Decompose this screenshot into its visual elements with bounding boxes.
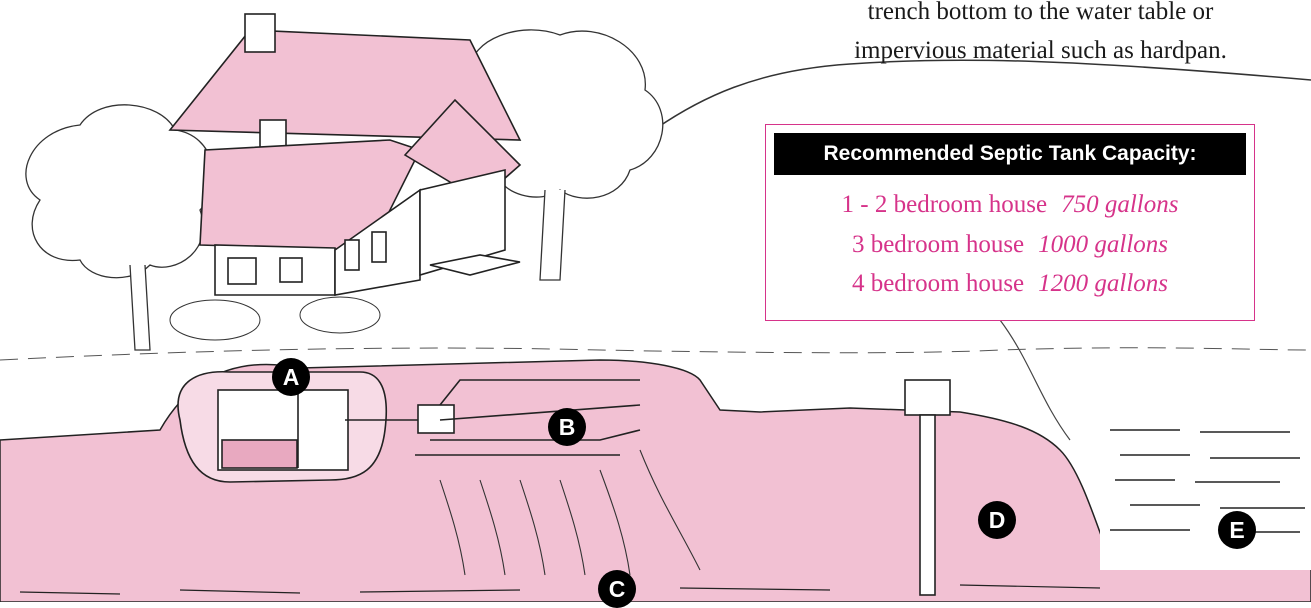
marker-b: B: [548, 408, 586, 446]
caption-text: trench bottom to the water table or impe…: [770, 0, 1311, 70]
capacity-box-title: Recommended Septic Tank Capacity:: [774, 133, 1246, 175]
shrub: [300, 297, 380, 333]
shrub: [170, 300, 260, 340]
caption-line: trench bottom to the water table or: [770, 0, 1311, 31]
capacity-row: 3 bedroom house 1000 gallons: [766, 231, 1254, 259]
house-size: 4 bedroom house: [852, 270, 1024, 297]
house: [170, 14, 520, 295]
marker-a: A: [272, 358, 310, 396]
gallons: 1000 gallons: [1038, 231, 1168, 258]
water-table: [1100, 400, 1311, 570]
gallons: 750 gallons: [1061, 191, 1178, 218]
capacity-row: 4 bedroom house 1200 gallons: [766, 270, 1254, 298]
house-size: 1 - 2 bedroom house: [842, 191, 1048, 218]
capacity-row: 1 - 2 bedroom house 750 gallons: [766, 191, 1254, 219]
marker-d: D: [978, 501, 1016, 539]
capacity-box: Recommended Septic Tank Capacity: 1 - 2 …: [765, 124, 1255, 321]
marker-c: C: [598, 570, 636, 608]
gallons: 1200 gallons: [1038, 270, 1168, 297]
hill-slope: [1000, 320, 1070, 440]
caption-line: impervious material such as hardpan.: [770, 31, 1311, 70]
house-size: 3 bedroom house: [852, 231, 1024, 258]
marker-e: E: [1218, 511, 1256, 549]
ground-surface: [0, 348, 1311, 360]
